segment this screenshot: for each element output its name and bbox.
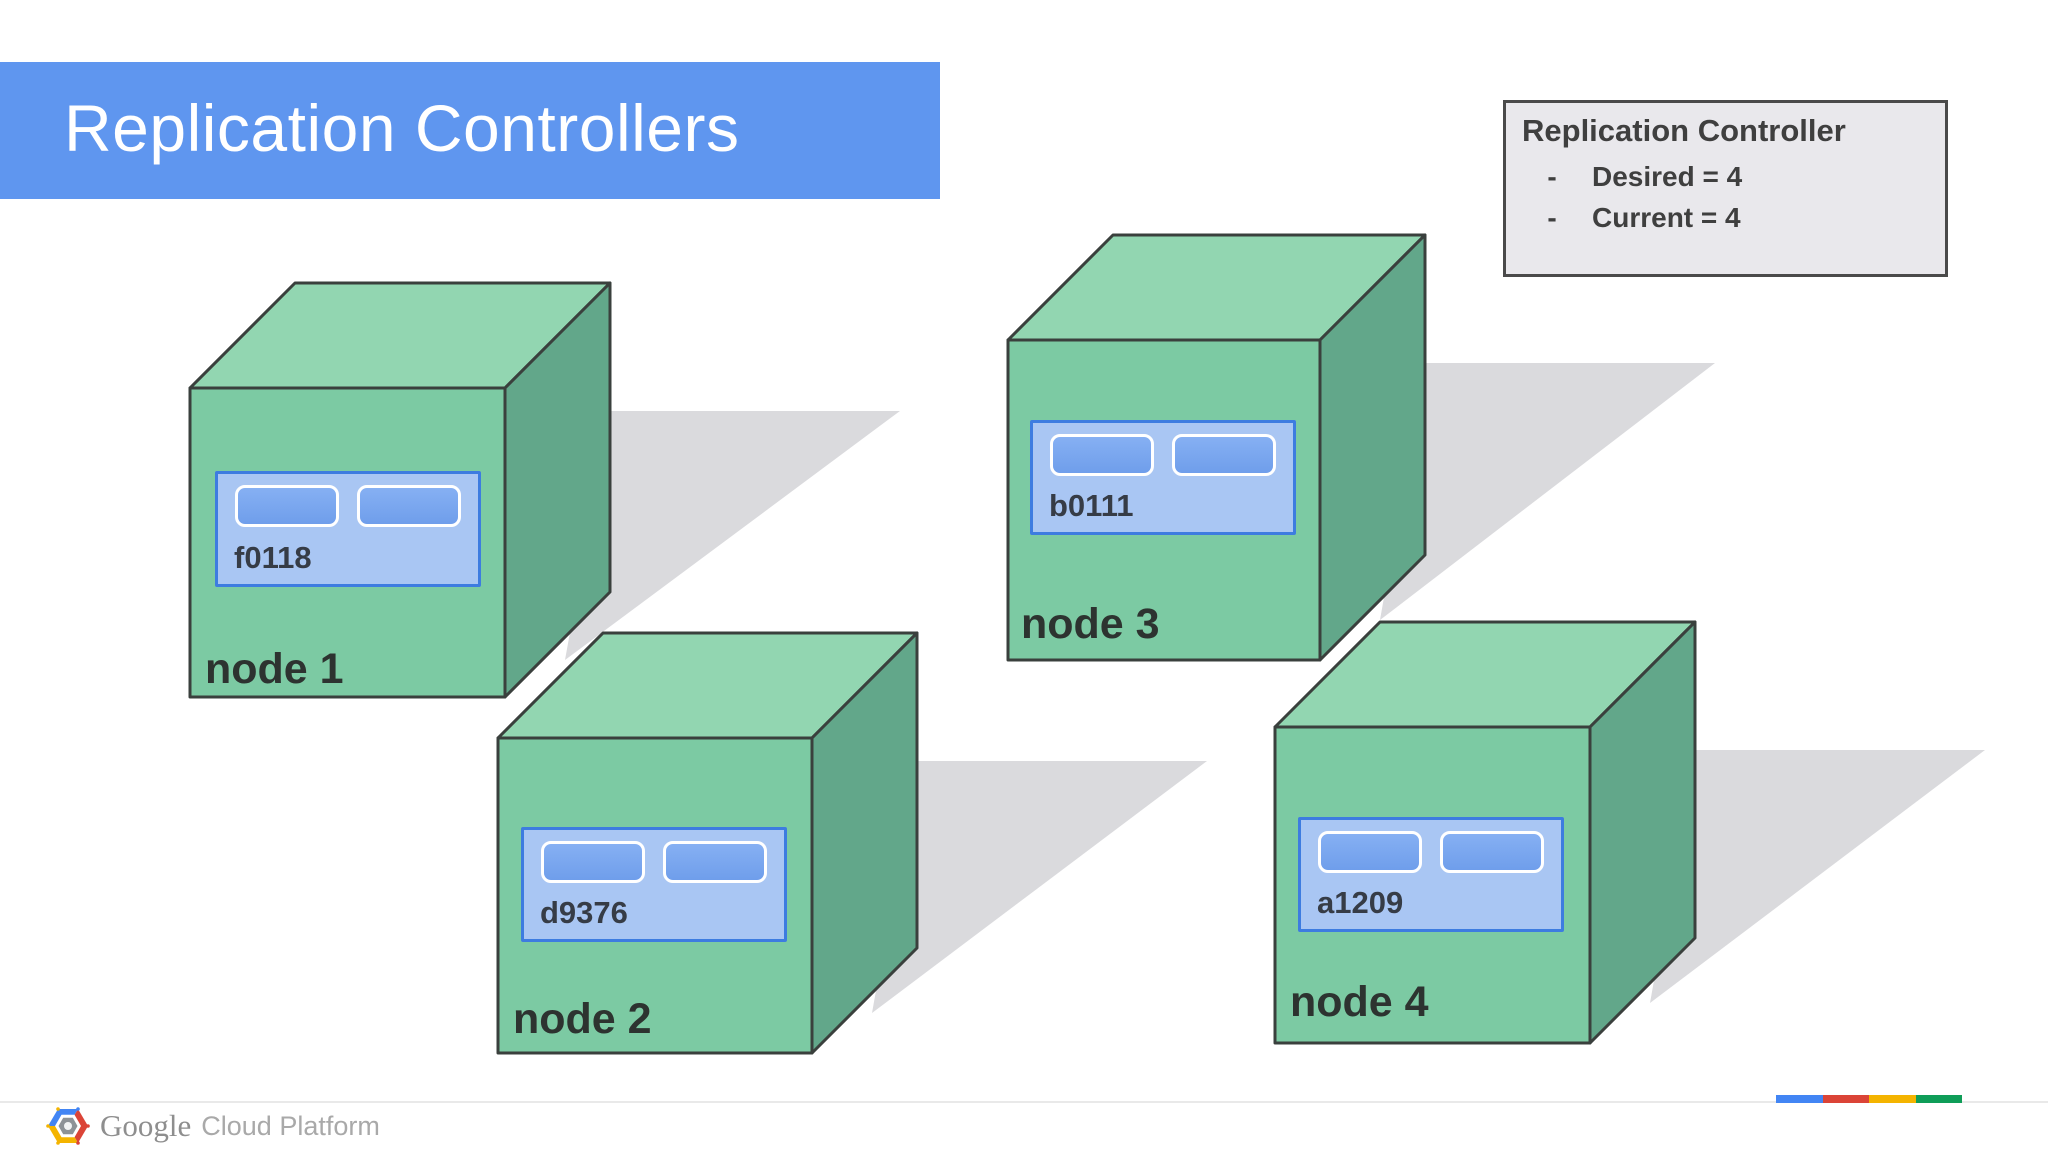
- container-chip: [235, 485, 339, 527]
- node-label: node 4: [1290, 978, 1429, 1026]
- bullet-dash: -: [1547, 161, 1557, 192]
- container-chip: [357, 485, 461, 527]
- container-chip: [1050, 434, 1154, 476]
- container-chip: [541, 841, 645, 883]
- node-label: node 2: [513, 995, 652, 1043]
- container-chip: [1318, 831, 1422, 873]
- info-item-text: Desired = 4: [1592, 161, 1743, 192]
- container-chip: [663, 841, 767, 883]
- node-label: node 3: [1021, 600, 1160, 648]
- pod-id-label: b0111: [1049, 488, 1134, 523]
- node-2-shadow: [872, 761, 1207, 1013]
- container-row: [235, 485, 461, 527]
- pod-box-f0118: f0118: [215, 471, 481, 587]
- container-row: [541, 841, 767, 883]
- slide-title: Replication Controllers: [64, 90, 740, 165]
- node-label: node 1: [205, 645, 344, 693]
- pod-box-b0111: b0111: [1030, 420, 1296, 535]
- info-item-desired: - Desired = 4: [1506, 156, 1945, 197]
- container-chip: [1440, 831, 1544, 873]
- accent-segment-yellow: [1869, 1095, 1916, 1103]
- container-row: [1318, 831, 1544, 873]
- google-accent-bar: [1776, 1095, 1962, 1103]
- pod-id-label: d9376: [540, 895, 628, 930]
- pod-box-a1209: a1209: [1298, 817, 1564, 932]
- pod-id-label: a1209: [1317, 885, 1404, 920]
- container-chip: [1172, 434, 1276, 476]
- accent-segment-green: [1915, 1095, 1962, 1103]
- cloud-platform-wordmark: Cloud Platform: [201, 1110, 380, 1141]
- info-box-title: Replication Controller: [1522, 113, 1846, 148]
- title-banner: Replication Controllers: [0, 62, 940, 199]
- google-cloud-platform-logo: Google Cloud Platform: [46, 1106, 380, 1146]
- pod-id-label: f0118: [234, 540, 312, 575]
- node-3-shadow: [1380, 363, 1715, 620]
- container-row: [1050, 434, 1276, 476]
- info-item-current: - Current = 4: [1506, 197, 1945, 238]
- accent-segment-red: [1822, 1095, 1869, 1103]
- google-cloud-hexagon-icon: [46, 1107, 90, 1145]
- footer-divider: [0, 1101, 2048, 1103]
- pod-box-d9376: d9376: [521, 827, 787, 942]
- replication-controller-info-box: Replication Controller - Desired = 4 - C…: [1503, 100, 1948, 277]
- google-wordmark: Google: [100, 1108, 192, 1143]
- node-4-shadow: [1650, 750, 1985, 1003]
- bullet-dash: -: [1547, 202, 1557, 233]
- info-item-text: Current = 4: [1592, 202, 1741, 233]
- accent-segment-blue: [1776, 1095, 1823, 1103]
